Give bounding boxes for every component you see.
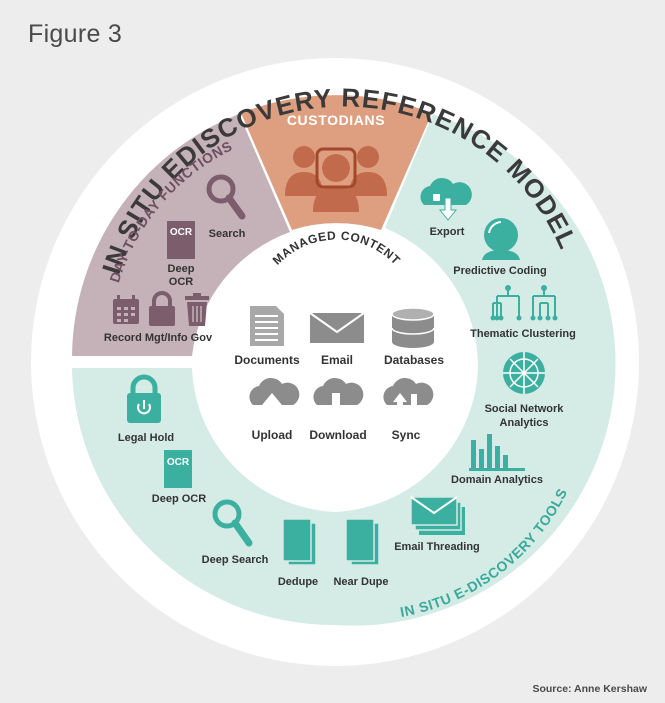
sync-cloud-icon bbox=[383, 377, 434, 417]
trash-icon bbox=[185, 293, 209, 326]
label-social-network: Social Network bbox=[485, 403, 565, 415]
label-search: Search bbox=[209, 228, 246, 240]
label-record-mgt: Record Mgt/Info Gov bbox=[104, 332, 213, 344]
managed-content-circle bbox=[199, 230, 471, 502]
deep-ocr-icon-text: OCR bbox=[167, 457, 190, 468]
deep-search-icon bbox=[212, 499, 253, 547]
legal-hold-icon bbox=[127, 374, 161, 423]
label-analytics: Analytics bbox=[500, 417, 549, 429]
label-databases: Databases bbox=[384, 353, 444, 367]
label-email-threading: Email Threading bbox=[394, 541, 480, 553]
lock-icon bbox=[149, 291, 175, 326]
figure-title: Figure 3 bbox=[28, 20, 123, 48]
clustering-icon bbox=[490, 285, 558, 321]
globe-network-icon bbox=[503, 352, 545, 394]
label-ocr: OCR bbox=[169, 276, 194, 288]
label-deep-ocr: Deep OCR bbox=[152, 493, 206, 505]
source-credit: Source: Anne Kershaw bbox=[532, 683, 647, 695]
email-threading-icon bbox=[410, 496, 465, 535]
near-dupe-icon bbox=[345, 518, 380, 566]
label-download: Download bbox=[309, 428, 366, 442]
calendar-icon bbox=[113, 295, 139, 324]
label-thematic-clustering: Thematic Clustering bbox=[470, 328, 576, 340]
custodians-icon bbox=[285, 146, 387, 212]
label-email: Email bbox=[321, 353, 353, 367]
download-cloud-icon bbox=[313, 377, 364, 419]
export-icon bbox=[420, 177, 472, 221]
ocr-icon-text: OCR bbox=[170, 227, 193, 238]
bar-chart-icon bbox=[469, 434, 525, 471]
label-predictive-coding: Predictive Coding bbox=[453, 265, 547, 277]
documents-icon bbox=[250, 306, 284, 346]
dedupe-icon bbox=[282, 518, 317, 566]
database-icon bbox=[391, 307, 435, 348]
deep-ocr-icon: OCR bbox=[164, 450, 192, 488]
label-documents: Documents bbox=[234, 353, 300, 367]
label-deep: Deep bbox=[168, 263, 195, 275]
label-domain-analytics: Domain Analytics bbox=[451, 474, 543, 486]
label-export: Export bbox=[430, 226, 465, 238]
email-icon bbox=[309, 312, 365, 343]
ocr-document-icon: OCR bbox=[167, 221, 195, 259]
label-dedupe: Dedupe bbox=[278, 576, 318, 588]
search-icon bbox=[206, 174, 246, 220]
crystal-ball-icon bbox=[482, 218, 520, 260]
label-sync: Sync bbox=[392, 428, 421, 442]
label-upload: Upload bbox=[252, 428, 293, 442]
tools-region bbox=[72, 114, 616, 626]
custodians-title: CUSTODIANS bbox=[287, 112, 385, 128]
upload-cloud-icon bbox=[249, 377, 300, 417]
label-near-dupe: Near Dupe bbox=[333, 576, 388, 588]
label-deep-search: Deep Search bbox=[202, 554, 269, 566]
label-legal-hold: Legal Hold bbox=[118, 432, 174, 444]
